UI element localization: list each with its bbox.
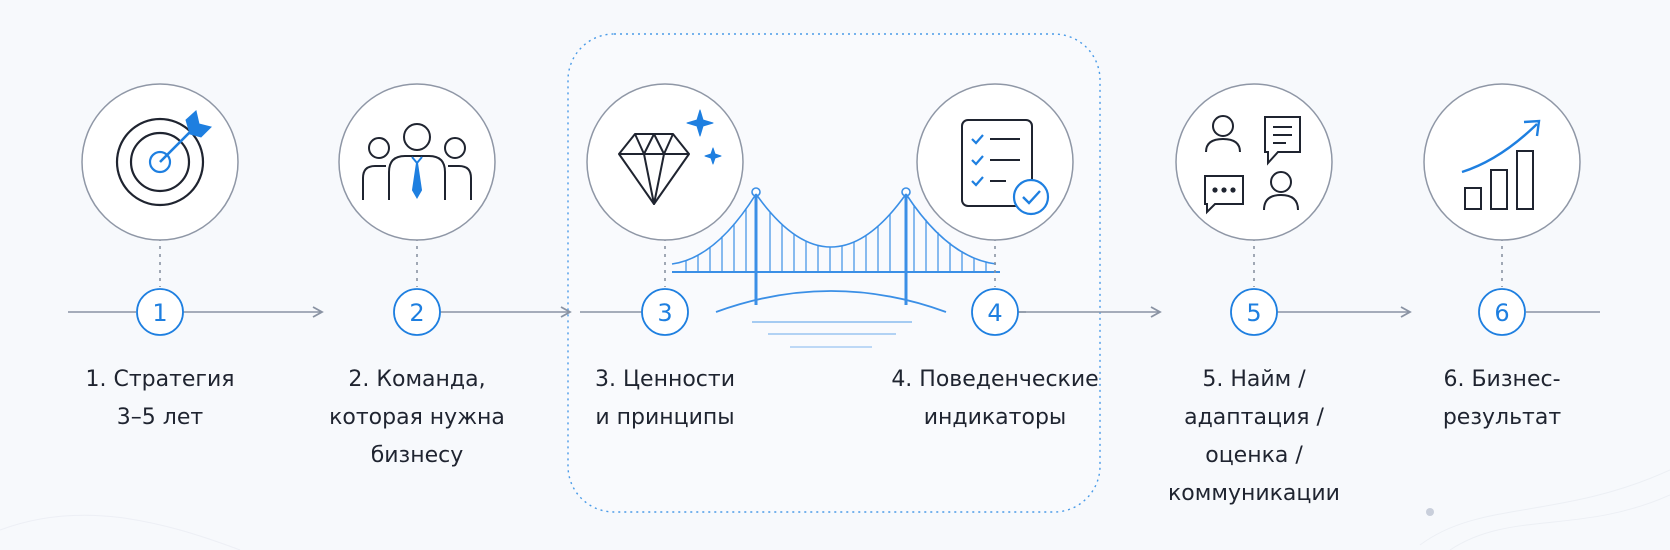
number-badges: 1 2 3 4 5 6 [136, 288, 1526, 336]
step-3-label: 3. Ценности и принципы [594, 367, 736, 430]
decorative-dot [1426, 508, 1434, 516]
step-5-label: 5. Найм / адаптация / оценка / коммуника… [1168, 367, 1340, 506]
step-6-number: 6 [1494, 299, 1509, 327]
team-icon [362, 123, 472, 200]
growth-chart-icon [1461, 119, 1541, 210]
step-3-icon-circle [586, 83, 744, 241]
step-2-number: 2 [409, 299, 424, 327]
step-2-label: 2. Команда, которая нужна бизнесу [329, 367, 505, 468]
people-chat-icon [1204, 115, 1301, 215]
step-6-icon-circle [1423, 83, 1581, 241]
step-5-number: 5 [1246, 299, 1261, 327]
step-4-icon-circle [916, 83, 1074, 241]
diamond-icon [618, 109, 722, 205]
step-4-badge: 4 [971, 288, 1019, 336]
step-4-number: 4 [987, 299, 1002, 327]
step-5-badge: 5 [1230, 288, 1278, 336]
step-3-number: 3 [657, 299, 672, 327]
step-6-badge: 6 [1478, 288, 1526, 336]
step-4-label: 4. Поведенческие индикаторы [891, 367, 1099, 430]
step-6-label: 6. Бизнес- результат [1442, 367, 1562, 430]
sparkle-icon [686, 109, 714, 137]
step-5-icon-circle [1175, 83, 1333, 241]
sparkle-small-icon [704, 147, 722, 165]
target-icon [115, 110, 212, 207]
step-1-label: 1. Стратегия 3–5 лет [85, 367, 235, 430]
step-2-badge: 2 [393, 288, 441, 336]
step-3-badge: 3 [641, 288, 689, 336]
checklist-icon [961, 119, 1050, 216]
bridge-icon [671, 187, 1000, 348]
connectors [159, 238, 1503, 287]
step-1-badge: 1 [136, 288, 184, 336]
background-decoration [0, 469, 1670, 550]
step-1-number: 1 [152, 299, 167, 327]
